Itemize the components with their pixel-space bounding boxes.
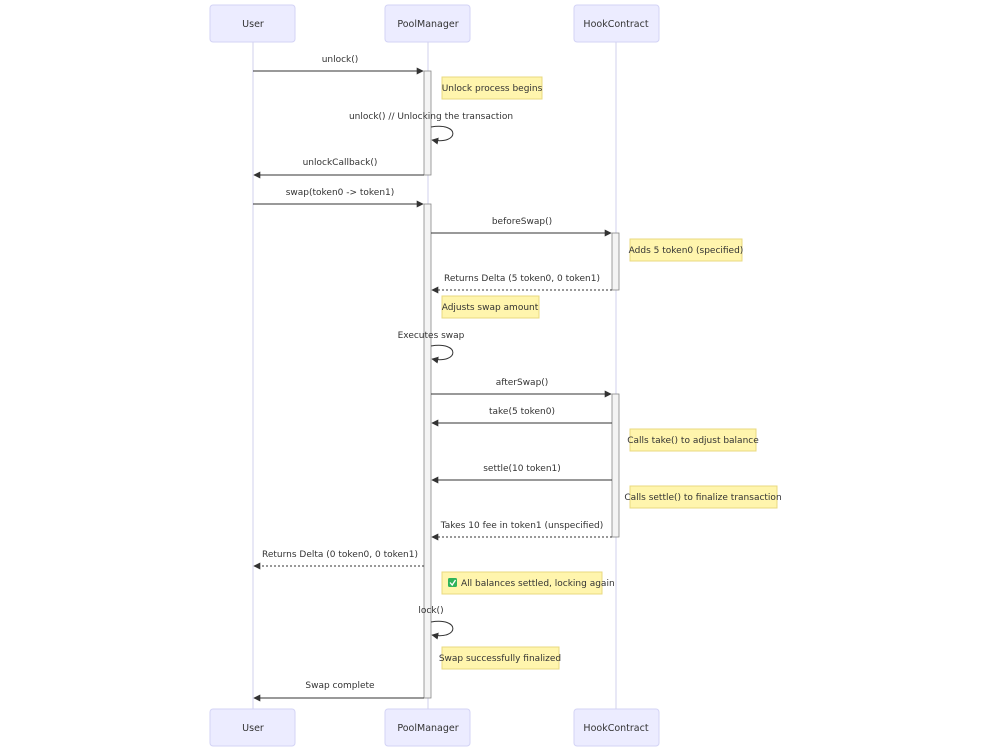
- message-label: settle(10 token1): [483, 464, 561, 474]
- message-label: unlockCallback(): [303, 158, 378, 168]
- note-label: Adjusts swap amount: [442, 303, 539, 313]
- note-label: Calls settle() to finalize transaction: [624, 493, 781, 503]
- note: Calls settle() to finalize transaction: [624, 485, 782, 509]
- activation-pool-1: [423, 70, 432, 176]
- message-label: swap(token0 -> token1): [286, 188, 395, 198]
- actor-pool-manager-label: PoolManager: [397, 19, 458, 30]
- message-label: Executes swap: [398, 331, 465, 341]
- actor-pool-manager-bottom: PoolManager: [384, 708, 471, 747]
- note: Adjusts swap amount: [441, 295, 540, 319]
- note: Calls take() to adjust balance: [627, 428, 759, 452]
- actor-pool-manager-top: PoolManager: [384, 4, 471, 43]
- actor-user-label: User: [242, 723, 264, 734]
- message-label: lock(): [418, 606, 443, 616]
- note: Unlock process begins: [441, 76, 543, 100]
- actor-user-label: User: [242, 19, 264, 30]
- actor-hook-contract-label: HookContract: [583, 19, 648, 30]
- note: All balances settled, locking again: [441, 571, 615, 595]
- note: Adds 5 token0 (specified): [629, 238, 744, 262]
- note-label: All balances settled, locking again: [461, 579, 615, 589]
- message-label: unlock(): [322, 55, 359, 65]
- activation-hook-2: [611, 393, 620, 538]
- actor-pool-manager-label: PoolManager: [397, 723, 458, 734]
- self-message-arrow: [430, 344, 454, 364]
- actor-hook-contract-label: HookContract: [583, 723, 648, 734]
- note: Swap successfully finalized: [439, 646, 561, 670]
- activation-hook-1: [611, 232, 620, 291]
- message-label: Returns Delta (5 token0, 0 token1): [444, 274, 600, 284]
- note-label: Unlock process begins: [442, 84, 543, 94]
- note-label: Swap successfully finalized: [439, 654, 561, 664]
- actor-user-top: User: [209, 4, 296, 43]
- actor-hook-contract-top: HookContract: [573, 4, 660, 43]
- actor-hook-contract-bottom: HookContract: [573, 708, 660, 747]
- message-label: beforeSwap(): [492, 217, 552, 227]
- check-mark-icon: [448, 578, 457, 587]
- message-label: unlock() // Unlocking the transaction: [349, 112, 513, 122]
- note-label: Calls take() to adjust balance: [627, 436, 759, 446]
- note-label: Adds 5 token0 (specified): [629, 246, 744, 256]
- activation-pool-2: [423, 203, 432, 699]
- message-label: Takes 10 fee in token1 (unspecified): [440, 521, 603, 531]
- message-label: Swap complete: [305, 681, 375, 691]
- self-message-arrow: [430, 620, 454, 640]
- message-label: take(5 token0): [489, 407, 555, 417]
- message-label: Returns Delta (0 token0, 0 token1): [262, 550, 418, 560]
- message-label: afterSwap(): [496, 378, 549, 388]
- actor-user-bottom: User: [209, 708, 296, 747]
- self-message-arrow: [430, 125, 454, 145]
